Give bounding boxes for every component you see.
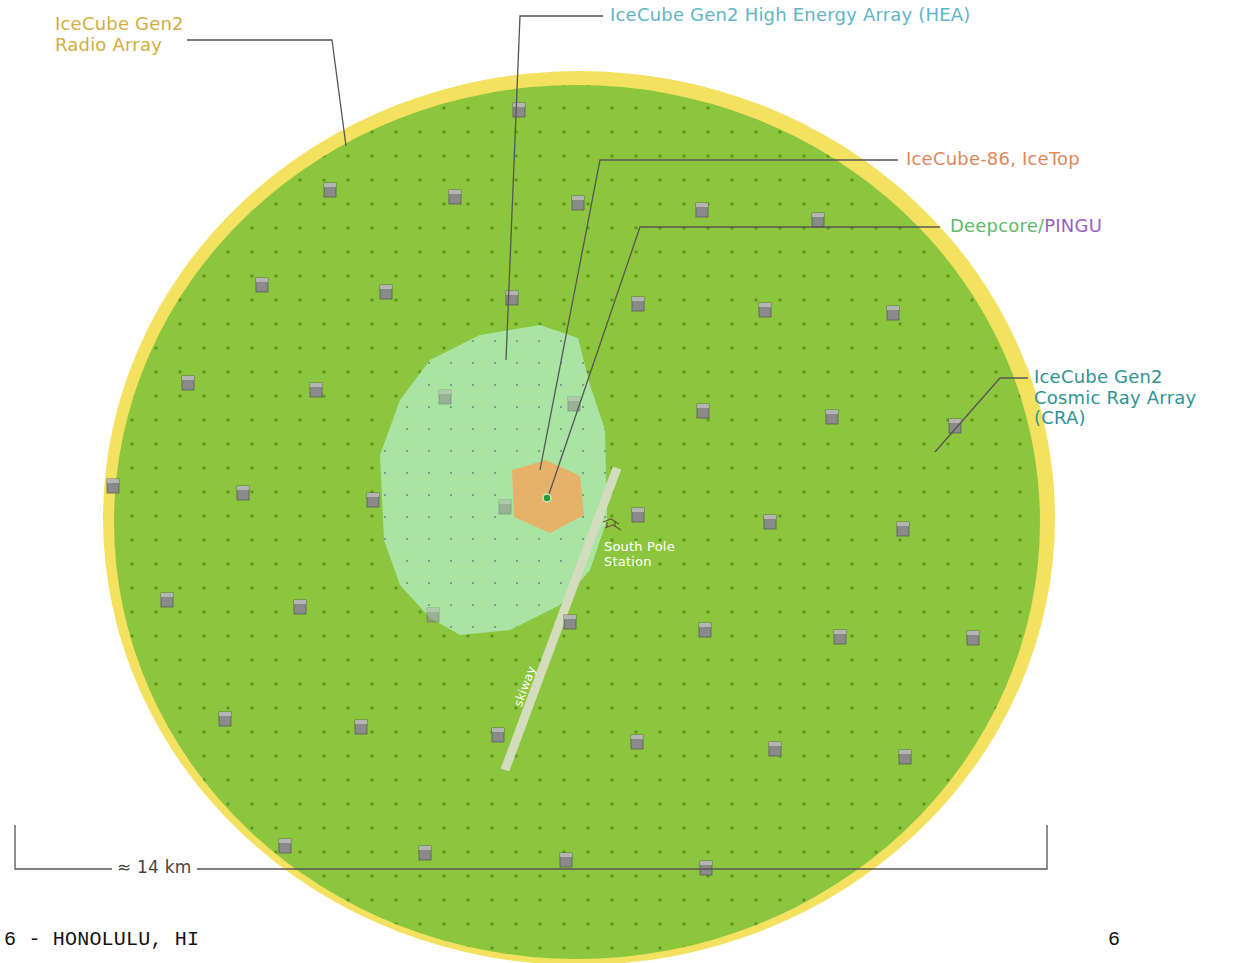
radio-station: [439, 390, 451, 404]
leader-line: [935, 378, 1028, 452]
radio-station: [355, 720, 367, 734]
radio-station-grid: [114, 85, 1040, 959]
radio-station: [560, 853, 572, 867]
radio-station: [897, 522, 909, 536]
radio-station: [294, 600, 306, 614]
radio-station: [564, 615, 576, 629]
radio-station: [310, 383, 322, 397]
radio-station: [256, 278, 268, 292]
radio-array-region: [103, 71, 1055, 963]
radio-station: [237, 486, 249, 500]
radio-station: [380, 285, 392, 299]
radio-station: [700, 861, 712, 875]
radio-station: [899, 750, 911, 764]
radio-station: [759, 303, 771, 317]
radio-station: [161, 593, 173, 607]
radio-station: [826, 410, 838, 424]
radio-stations: [107, 103, 979, 875]
deepcore-marker: [543, 494, 551, 502]
radio-station: [513, 103, 525, 117]
radio-station: [769, 742, 781, 756]
radio-station: [887, 306, 899, 320]
radio-station: [632, 508, 644, 522]
radio-station: [279, 839, 291, 853]
radio-station: [834, 630, 846, 644]
icecube-86-region: [512, 460, 584, 533]
leader-line: [549, 227, 940, 494]
region-label: Deepcore/PINGU: [950, 216, 1102, 237]
skiway-strip: [505, 468, 617, 770]
region-label: IceCube Gen2 High Energy Array (HEA): [610, 5, 971, 26]
dimension-label: ≈ 14 km: [112, 858, 197, 878]
radio-station: [324, 183, 336, 197]
radio-station: [949, 419, 961, 433]
radio-station: [427, 608, 439, 622]
radio-station: [107, 479, 119, 493]
leader-line: [187, 40, 346, 146]
region-label: IceCube-86, IceTop: [906, 149, 1080, 170]
region-label: IceCube Gen2 Radio Array: [55, 14, 187, 55]
leader-line: [506, 16, 603, 360]
radio-station: [967, 631, 979, 645]
leader-lines: [187, 16, 1028, 494]
radio-station: [449, 190, 461, 204]
radio-station: [697, 404, 709, 418]
radio-station: [812, 213, 824, 227]
radio-station: [699, 623, 711, 637]
station-icon: [603, 519, 621, 530]
cosmic-ray-array-region: [114, 85, 1040, 959]
footer-text: 6 - HONOLULU, HI: [4, 928, 199, 951]
leader-line: [540, 160, 898, 470]
page-number: 6: [1108, 928, 1120, 951]
radio-station: [219, 712, 231, 726]
station-label: South Pole Station: [604, 540, 684, 570]
radio-station: [182, 376, 194, 390]
radio-station: [572, 196, 584, 210]
radio-station: [631, 735, 643, 749]
region-label: IceCube Gen2 Cosmic Ray Array (CRA): [1034, 367, 1224, 429]
radio-station: [499, 500, 511, 514]
radio-station: [367, 493, 379, 507]
radio-station: [764, 515, 776, 529]
radio-station: [419, 846, 431, 860]
radio-station: [492, 728, 504, 742]
radio-station: [696, 203, 708, 217]
radio-station: [632, 297, 644, 311]
